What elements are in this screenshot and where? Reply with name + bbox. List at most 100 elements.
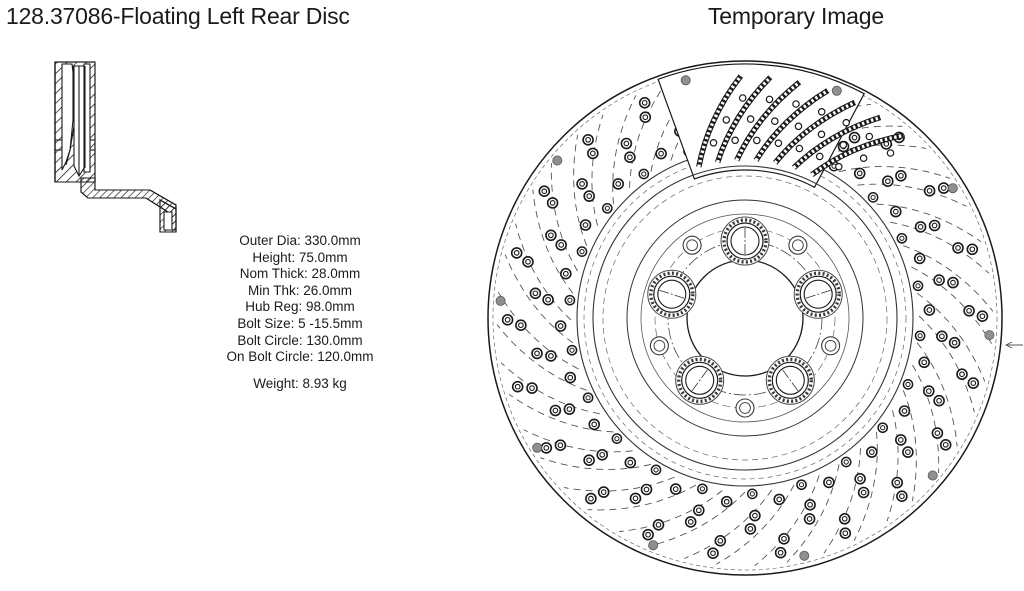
drive-pin: [788, 235, 808, 255]
drilled-hole: [714, 534, 727, 547]
vane-guide-line: [629, 82, 667, 188]
bolt-hole: [675, 355, 725, 405]
drilled-hole: [563, 403, 576, 415]
drilled-hole: [933, 274, 945, 286]
drilled-hole: [559, 267, 572, 280]
drilled-hole: [923, 185, 936, 197]
drive-pin: [735, 398, 755, 418]
drilled-hole: [501, 313, 514, 326]
drilled-hole: [597, 486, 610, 498]
vane-guide-line: [650, 73, 704, 172]
vane-guide-line: [504, 254, 574, 344]
vane-guide-line: [754, 475, 820, 567]
drilled-hole: [848, 131, 861, 144]
vane-guide-line: [839, 166, 951, 179]
drilled-hole: [933, 394, 945, 407]
vane-guide-line: [823, 448, 861, 554]
drilled-hole: [778, 532, 790, 545]
bolt-hole: [720, 216, 770, 266]
drilled-hole: [638, 168, 650, 180]
vane-guide-line: [500, 362, 600, 415]
cooling-vane-hatch: [754, 89, 829, 162]
vane-hole: [834, 162, 843, 171]
vane-guide-line: [903, 245, 994, 312]
drilled-hole: [554, 439, 567, 452]
drilled-hole: [611, 433, 623, 444]
drilled-hole: [601, 202, 613, 214]
drilled-hole: [895, 170, 907, 182]
drilled-hole: [542, 293, 554, 306]
drive-pin: [649, 336, 669, 356]
drive-pin: [682, 235, 702, 255]
drilled-hole: [823, 476, 835, 489]
drilled-hole: [796, 479, 807, 491]
drilled-hole: [650, 464, 662, 476]
drilled-hole: [774, 546, 787, 559]
vane-hole: [731, 136, 739, 145]
rim-rivet: [831, 85, 842, 96]
vane-guide-line: [876, 203, 982, 243]
drilled-hole: [889, 205, 902, 218]
vane-hole: [792, 100, 800, 108]
bolt-hole: [793, 269, 843, 319]
cooling-vane-hatch: [773, 100, 856, 165]
drilled-hole: [545, 350, 557, 362]
drilled-hole: [914, 221, 927, 233]
drilled-hole: [854, 472, 866, 485]
rim-rivet: [947, 183, 958, 194]
drilled-hole: [526, 382, 538, 394]
spec-on-bolt-circle: On Bolt Circle: 120.0mm: [226, 349, 374, 365]
vane-guide-line: [508, 393, 614, 433]
vane-hole: [842, 118, 851, 127]
drilled-hole: [707, 547, 719, 560]
drilled-hole: [652, 518, 665, 531]
spec-nom-thick: Nom Thick: 28.0mm: [239, 266, 361, 282]
spec-weight: Weight: 8.93 kg: [253, 375, 347, 391]
vane-guide-line: [497, 292, 579, 370]
spec-bolt-size: Bolt Size: 5 -15.5mm: [237, 315, 363, 331]
drilled-hole: [554, 320, 567, 332]
vane-guide-line: [684, 489, 773, 559]
drilled-hole: [692, 504, 705, 517]
vane-guide-line: [902, 390, 917, 502]
vane-guide-line: [857, 183, 967, 207]
drilled-hole: [529, 287, 542, 300]
drilled-hole: [612, 178, 625, 190]
vane-hole: [774, 139, 783, 148]
vane-hole: [795, 144, 804, 153]
drilled-hole: [967, 377, 980, 389]
specifications-block: Outer Dia: 330.0mm Height: 75.0mm Nom Th…: [188, 233, 412, 392]
drilled-hole: [914, 330, 926, 342]
drilled-hole: [839, 527, 852, 540]
drilled-hole: [877, 422, 889, 434]
vane-guide-line: [591, 114, 604, 226]
vane-hole: [839, 141, 848, 149]
drilled-hole: [902, 379, 914, 390]
vane-hole: [709, 139, 718, 147]
bolt-hole: [765, 355, 815, 405]
drilled-hole: [936, 330, 948, 343]
vane-guide-line: [550, 162, 578, 272]
drilled-hole: [937, 182, 950, 194]
drilled-hole: [546, 197, 559, 209]
drilled-hole: [669, 483, 682, 495]
drilled-hole: [522, 255, 534, 268]
drilled-hole: [555, 239, 568, 251]
drilled-hole: [853, 167, 866, 180]
spec-min-thk: Min Thk: 26.0mm: [247, 282, 353, 298]
drilled-hole: [948, 336, 961, 349]
spec-height: Height: 75.0mm: [252, 249, 348, 265]
vane-guide-line: [916, 342, 958, 447]
vane-guide-line: [890, 221, 990, 274]
vane-guide-line: [563, 476, 675, 492]
rotor-face-view: [487, 60, 1023, 576]
drilled-hole: [896, 490, 908, 503]
drive-pin: [821, 336, 841, 356]
vane-guide-line: [612, 95, 637, 205]
rim-rivet: [552, 155, 563, 166]
vane-hole: [794, 122, 803, 131]
drilled-hole: [540, 442, 553, 454]
drilled-hole: [912, 280, 924, 292]
hat-outer-edge: [592, 165, 898, 471]
vane-guide-line: [853, 431, 878, 541]
